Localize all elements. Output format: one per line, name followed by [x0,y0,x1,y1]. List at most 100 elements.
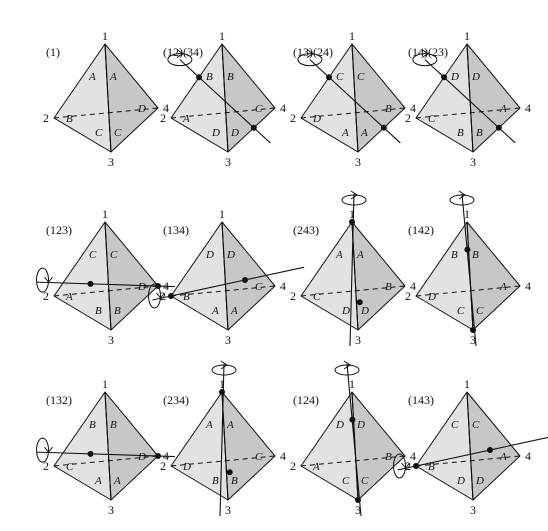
front-left-face [415,221,474,331]
face-label-back-right: C [255,103,263,115]
face-label-bottom-right: C [361,475,369,487]
front-left-face [53,43,112,153]
rotation-arrowhead [458,190,466,200]
rotation-arrowhead [350,190,358,200]
vertex-label-1: 1 [219,207,225,221]
face-label-bottom-right: B [231,475,238,487]
face-label-bottom-right: B [476,127,483,139]
panel-title: (1) [46,45,60,59]
vertex-label-4: 4 [525,101,531,115]
vertex-label-3: 3 [355,503,361,517]
front-right-face [104,43,159,153]
rotation-axis [152,266,305,301]
panel-title: (13)(24) [293,45,333,59]
vertex-label-1: 1 [349,29,355,43]
vertex-label-1: 1 [102,377,108,391]
vertex-label-1: 1 [102,207,108,221]
face-label-top-right: A [226,419,234,431]
front-right-face [351,221,406,331]
face-label-back-left: A [312,461,320,473]
axis-point [196,74,203,81]
vertex-label-3: 3 [225,155,231,169]
vertex-label-4: 4 [280,449,286,463]
vertex-label-3: 3 [470,333,476,347]
face-label-top-left: C [451,419,459,431]
vertex-label-3: 3 [225,333,231,347]
face-label-back-right: B [385,451,392,463]
face-label-bottom-left: C [342,475,350,487]
face-label-bottom-right: C [114,127,122,139]
front-left-face [300,43,359,153]
rotation-arrowhead [343,360,351,370]
rotation-arrow [297,53,323,67]
axis-point [250,124,257,131]
rotation-arrow [449,194,475,206]
face-label-bottom-left: A [94,475,102,487]
edge-13 [104,391,112,501]
face-label-back-left: D [312,113,321,125]
rotation-arrow [341,194,367,206]
edge-13 [351,43,359,153]
vertex-label-3: 3 [225,503,231,517]
axis-point [155,453,161,459]
vertex-label-1: 1 [464,377,470,391]
front-right-face [466,221,521,331]
front-right-face [221,221,276,331]
vertex-label-2: 2 [290,289,296,303]
face-label-bottom-left: B [95,305,102,317]
axis-point [355,497,361,503]
face-label-top-left: B [206,71,213,83]
front-right-face [104,221,159,331]
panel-title: (134) [163,223,189,237]
vertex-label-1: 1 [219,29,225,43]
front-right-face [221,43,276,153]
edge-13 [466,43,474,153]
face-label-back-right: C [255,281,263,293]
face-label-bottom-right: D [475,475,484,487]
face-label-bottom-left: C [95,127,103,139]
face-label-bottom-left: D [211,127,220,139]
face-label-top-right: B [472,249,479,261]
vertex-label-4: 4 [410,101,416,115]
axis-point [326,74,333,81]
face-label-top-right: C [472,419,480,431]
rotation-arrow [393,453,406,479]
vertex-label-4: 4 [410,279,416,293]
vertex-label-2: 2 [160,289,166,303]
panel-title: (142) [408,223,434,237]
face-label-back-right: D [137,451,146,463]
rotation-arrow [412,53,438,67]
panel-title: (132) [46,393,72,407]
face-label-top-left: A [205,419,213,431]
face-label-top-right: C [110,249,118,261]
axis-point [168,293,174,299]
face-label-back-right: B [385,103,392,115]
axis-point [87,280,94,287]
vertex-label-3: 3 [470,503,476,517]
rotation-arrowhead [220,360,228,370]
face-label-back-right: A [499,451,507,463]
rotation-axis [397,436,548,471]
vertex-label-3: 3 [355,333,361,347]
face-label-bottom-right: D [360,305,369,317]
face-label-top-right: D [356,419,365,431]
face-label-top-right: B [110,419,117,431]
vertex-label-2: 2 [43,111,49,125]
vertex-label-4: 4 [163,101,169,115]
vertex-label-2: 2 [43,289,49,303]
vertex-label-4: 4 [280,279,286,293]
face-label-bottom-left: B [457,127,464,139]
face-label-back-left: D [182,461,191,473]
face-label-back-left: D [427,291,436,303]
face-label-bottom-left: A [211,305,219,317]
face-label-bottom-left: C [457,305,465,317]
face-label-top-left: A [88,71,96,83]
vertex-label-2: 2 [160,459,166,473]
vertex-label-1: 1 [464,207,470,221]
face-label-bottom-right: A [113,475,121,487]
